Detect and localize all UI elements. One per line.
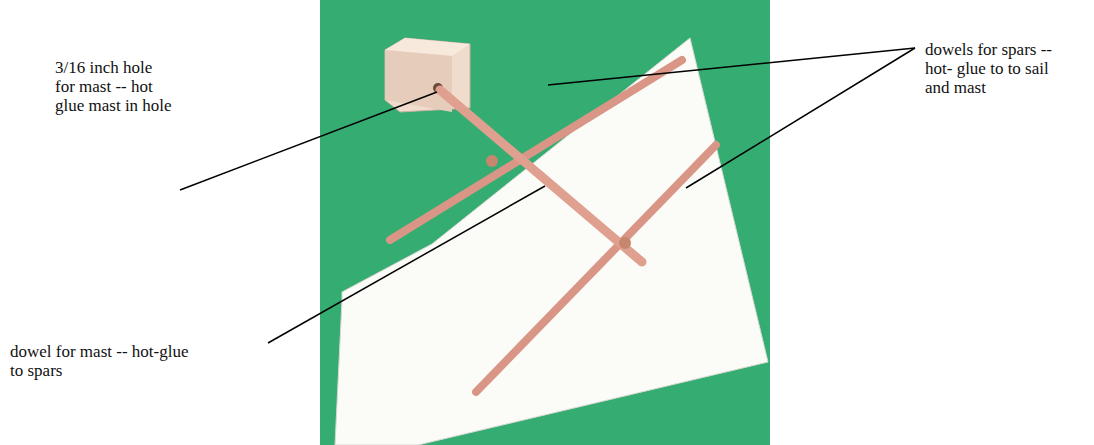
wood-block-front (385, 50, 452, 112)
leader-line (180, 92, 437, 190)
callout-label: dowels for spars -- hot- glue to to sail… (925, 40, 1075, 97)
leader-line (686, 48, 915, 188)
glue-joint (619, 237, 631, 249)
callout-label: dowel for mast -- hot-glue to spars (10, 342, 190, 380)
green-backdrop (320, 0, 770, 445)
glue-joint (486, 155, 498, 167)
callout-label: 3/16 inch hole for mast -- hot glue mast… (55, 58, 173, 115)
lower-spar-dowel (476, 145, 716, 392)
mast-dowel (440, 90, 642, 262)
paper-sail (335, 38, 768, 445)
leader-line (268, 186, 545, 343)
leader-line (548, 48, 915, 85)
upper-spar-dowel (390, 60, 682, 240)
